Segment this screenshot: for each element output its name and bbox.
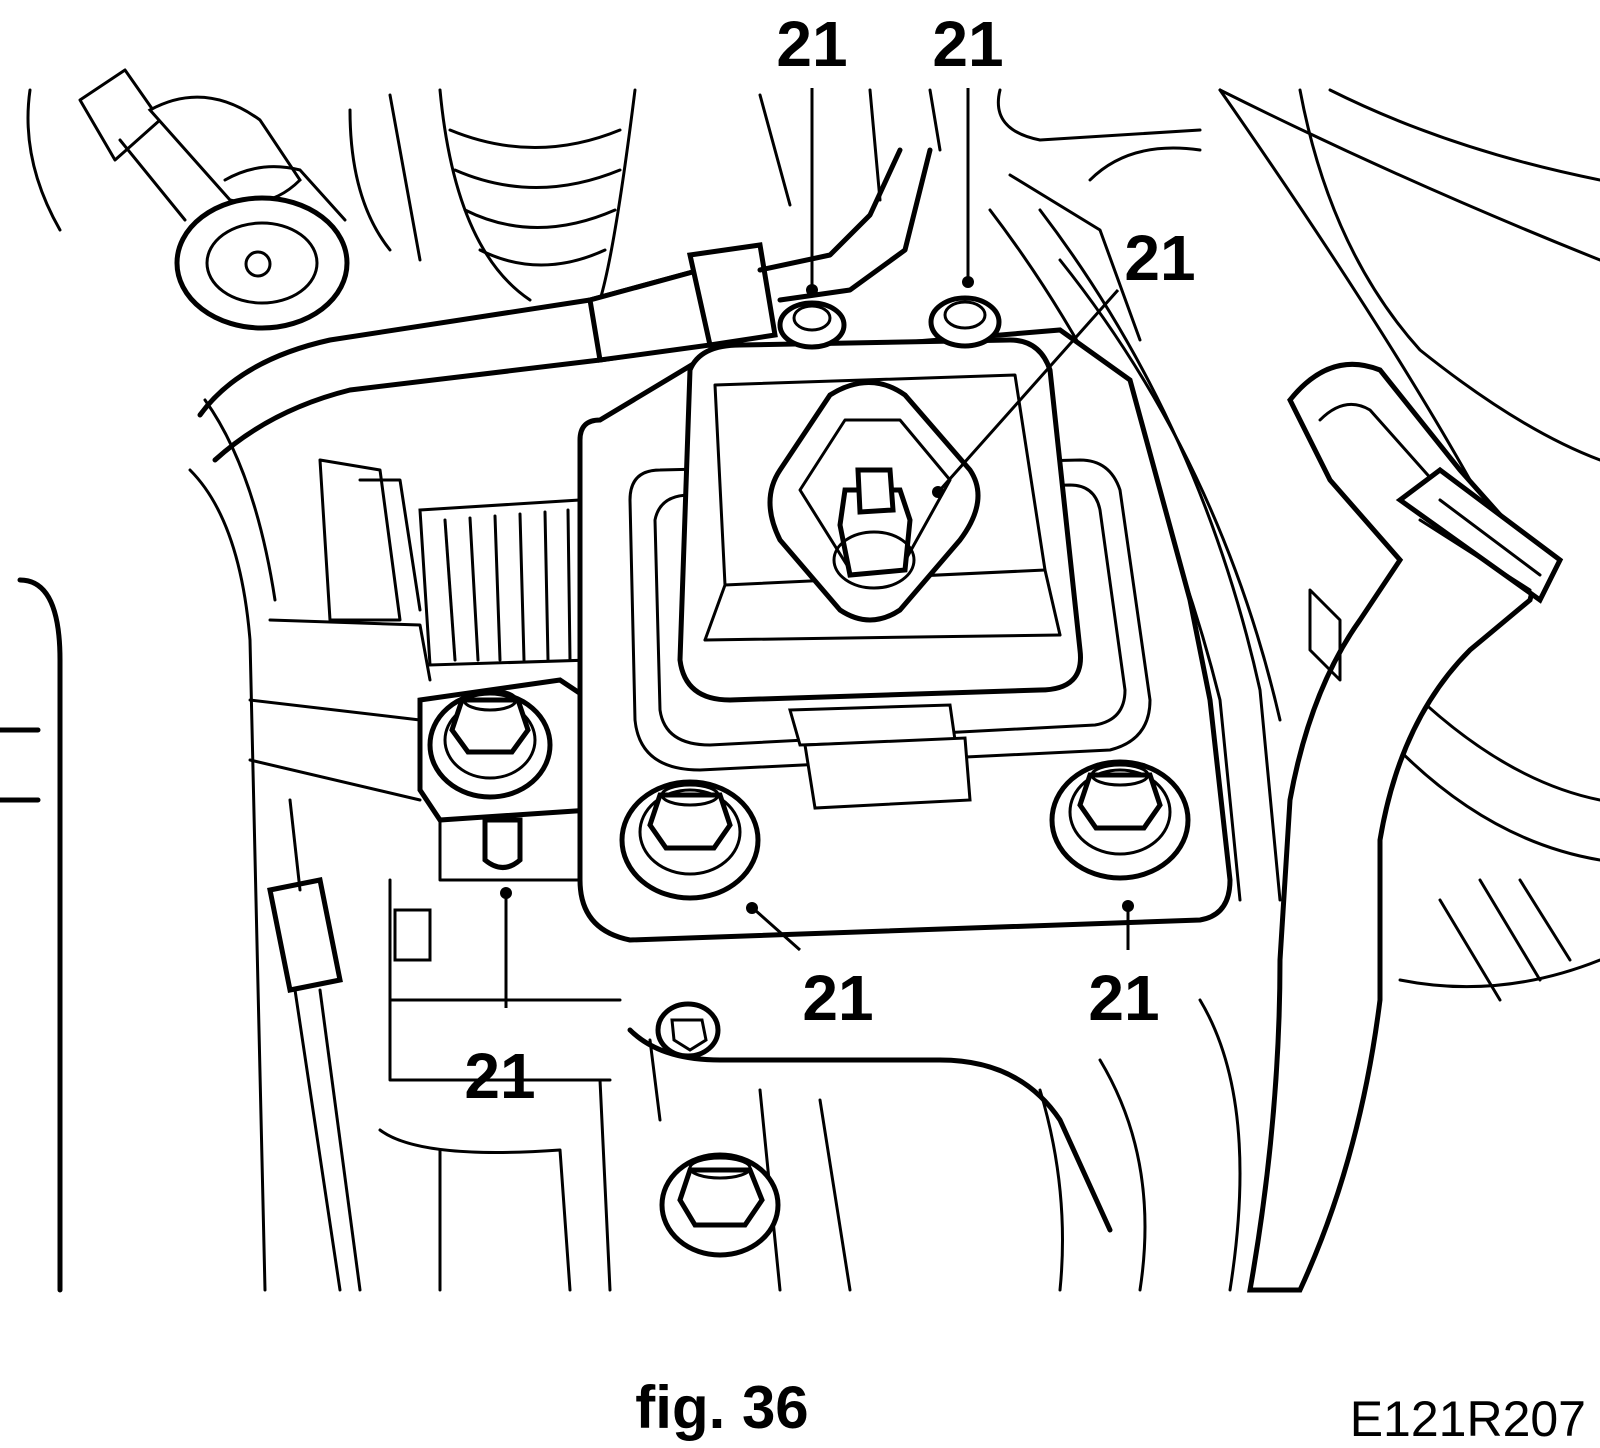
callout-bottom-right: 21 (1088, 962, 1159, 1034)
callout-bottom-center: 21 (802, 962, 873, 1034)
callout-labels: 21 21 21 21 21 21 (464, 8, 1195, 1112)
callout-bottom-left: 21 (464, 1040, 535, 1112)
bolt-lower (659, 1152, 781, 1258)
callout-upper-right: 21 (1124, 222, 1195, 294)
engine-bay-linework (0, 68, 1600, 1293)
reference-code: E121R207 (1350, 1391, 1586, 1447)
bolt-bracket-stud (482, 817, 523, 870)
leader-lines (500, 88, 1134, 1008)
figure-caption: fig. 36 (635, 1374, 808, 1441)
nut-frame (655, 1001, 721, 1059)
bolt-mount-left (619, 779, 761, 901)
callout-top-left: 21 (776, 8, 847, 80)
bolt-mount-right (1049, 759, 1191, 881)
callout-top-right: 21 (932, 8, 1003, 80)
bolts (427, 295, 1191, 1258)
bolt-bracket-left (427, 688, 553, 800)
bolt-top-right (928, 295, 1002, 349)
bolt-top-left (777, 300, 847, 350)
